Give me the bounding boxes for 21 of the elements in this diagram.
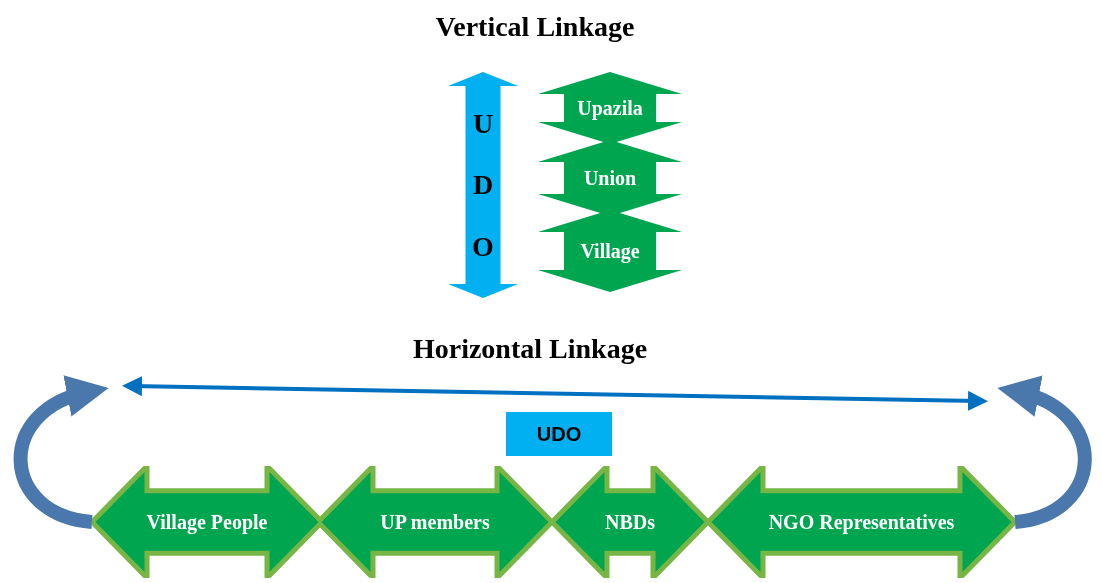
arrow-label: UDO (471, 106, 495, 264)
arrow-label: NBDs (605, 510, 655, 535)
arrow-label: Union (583, 166, 637, 191)
arrow-label: NGO Representatives (768, 510, 955, 536)
double-arrow-shape (92, 466, 322, 578)
double-arrow-shape (538, 210, 682, 292)
double-arrow-shape (708, 466, 1015, 578)
curved-arrow (13, 377, 109, 529)
curved-arrow (997, 377, 1092, 529)
heading: Horizontal Linkage (411, 332, 649, 366)
arrow-label: Village People (146, 510, 268, 536)
double-arrow-shape (538, 72, 682, 144)
double-arrow-shape (318, 466, 552, 578)
double-arrow-shape (538, 140, 682, 216)
double-arrow-shape (552, 466, 708, 578)
label-box: UDO (506, 412, 612, 456)
arrow-label: UP members (380, 510, 490, 535)
arrow-label: Upazila (577, 96, 643, 122)
arrow-label: Village (580, 239, 640, 265)
double-arrow-shape (448, 72, 518, 298)
heading: Vertical Linkage (434, 10, 636, 44)
